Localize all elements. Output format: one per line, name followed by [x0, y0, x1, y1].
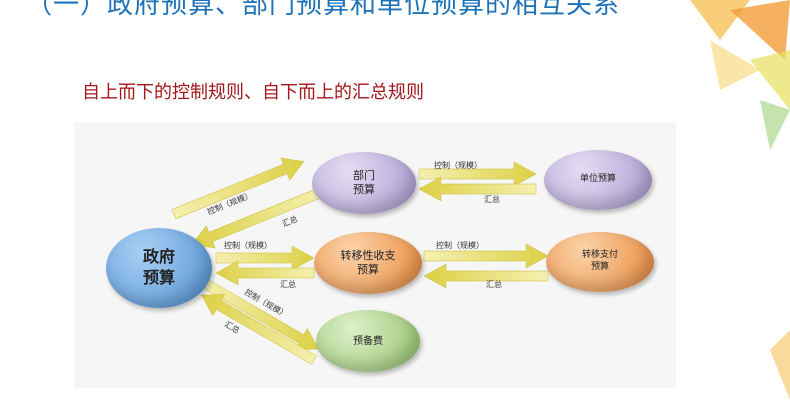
arrow-transfer-to-gov [215, 260, 315, 286]
arrow-dept-to-gov [191, 187, 325, 249]
label-summary-transfer-gov: 汇总 [280, 280, 296, 289]
label-summary-transferpay-transfer: 汇总 [486, 280, 502, 289]
label-control-gov-transfer: 控制（规模） [224, 241, 272, 250]
node-transfer-payment-budget: 转移支付 预算 [546, 232, 654, 292]
arrow-dept-to-unit [418, 161, 537, 187]
arrow-gov-to-transfer [215, 245, 315, 271]
arrow-gov-to-dept [171, 157, 305, 219]
arrow-reserve-to-gov [200, 294, 317, 365]
node-reserve-fund: 预备费 [316, 310, 420, 372]
node-transfer-budget: 转移性收支 预算 [314, 232, 422, 294]
node-government-budget: 政府 预算 [106, 228, 212, 308]
arrow-transferpay-to-transfer [423, 263, 549, 289]
label-control-transfer-transferpay: 控制（规模） [436, 241, 484, 250]
label-control-dept-unit: 控制（规模） [434, 161, 482, 170]
budget-relationship-diagram: 政府 预算 部门 预算 单位预算 转移性收支 预算 转移支付 预算 预备费 控制… [74, 122, 676, 388]
subtitle: 自上而下的控制规则、自下而上的汇总规则 [82, 82, 424, 103]
slide-title: （一）政府预算、部门预算和单位预算的相互关系 [26, 0, 621, 20]
arrow-gov-to-reserve [203, 279, 320, 350]
node-department-budget: 部门 预算 [312, 152, 416, 214]
arrow-unit-to-dept [418, 176, 537, 202]
label-summary-unit-dept: 汇总 [484, 195, 500, 204]
arrow-transfer-to-transferpay [423, 243, 549, 269]
node-unit-budget: 单位预算 [544, 150, 652, 210]
decorative-triangles [690, 0, 790, 400]
